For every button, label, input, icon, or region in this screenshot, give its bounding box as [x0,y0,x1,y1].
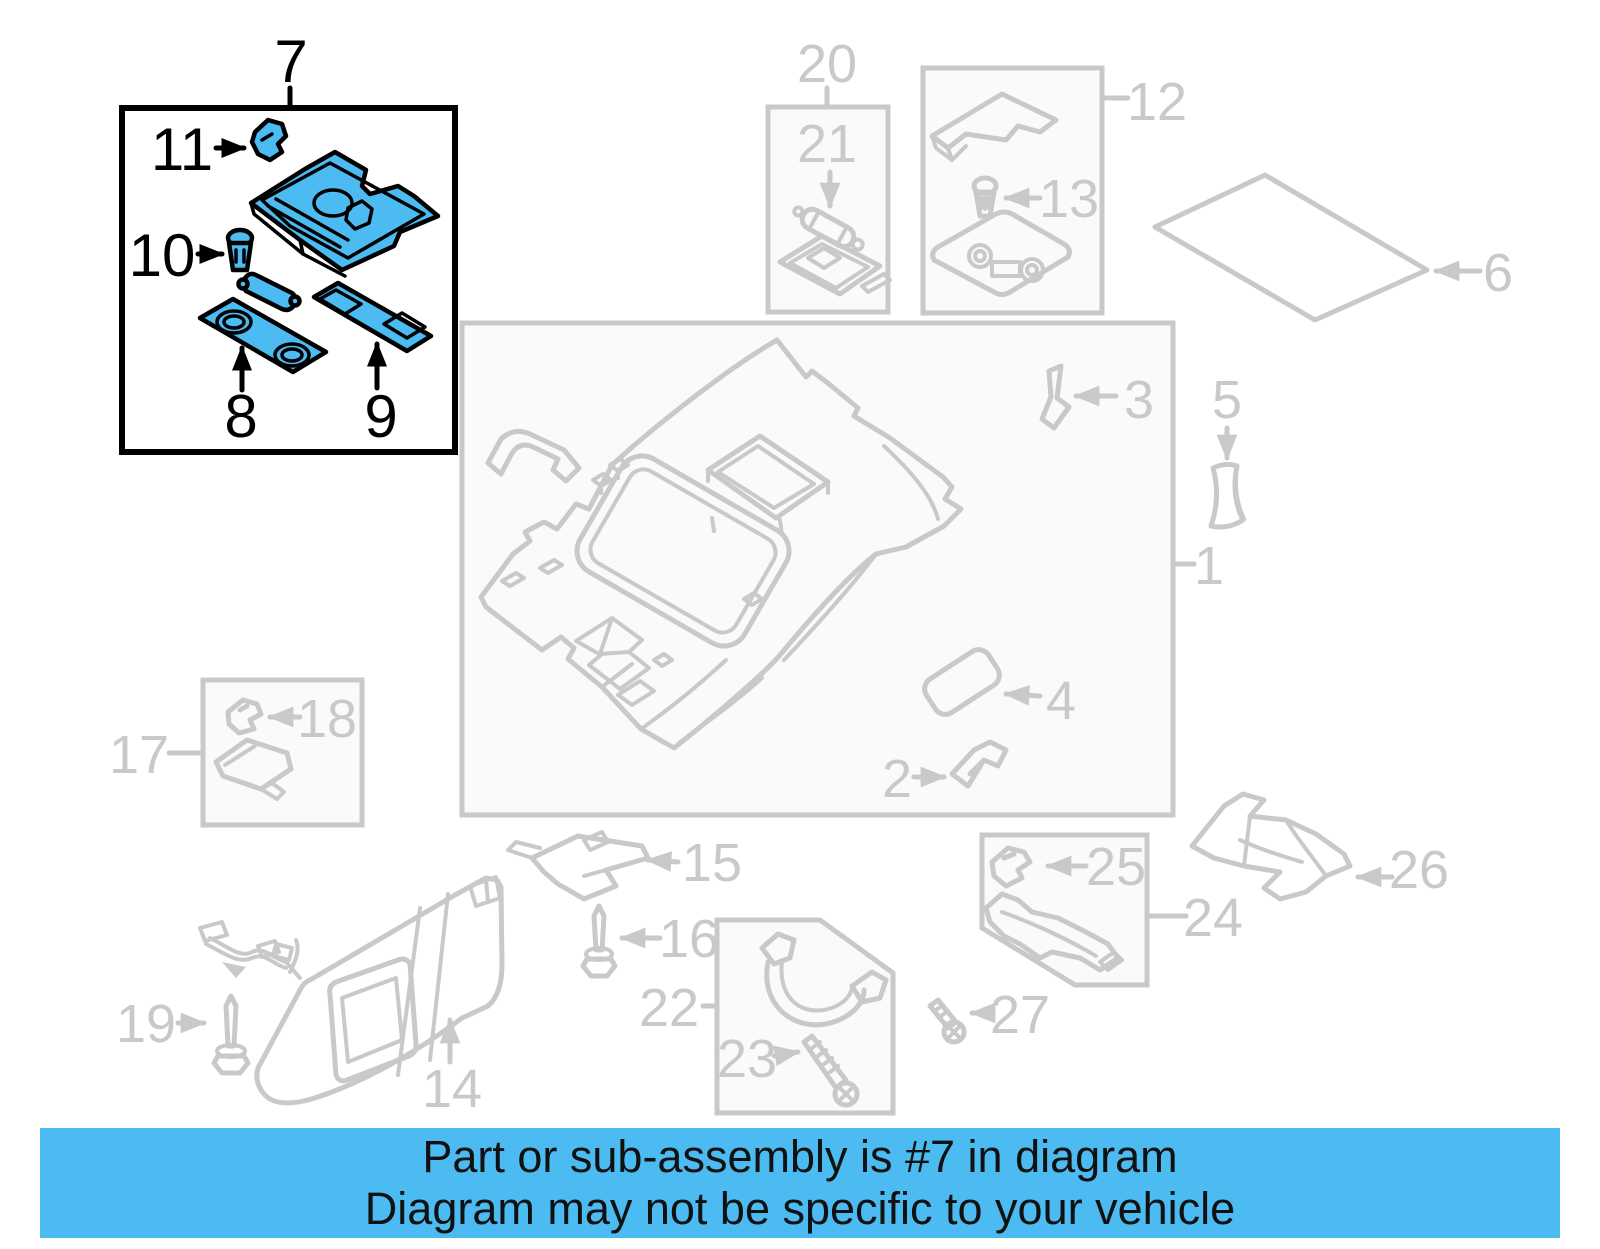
visor-seams [396,892,450,1077]
sunroof-tray-frame [705,433,831,537]
clip-3 [1039,363,1072,431]
headliner-windshield-seam [782,552,878,662]
callout-2: 2 [882,749,912,809]
callout-5: 5 [1212,370,1242,430]
rail-24 [983,891,1124,973]
trim-strip-12 [929,91,1059,162]
visor-harness [198,920,302,980]
headliner-front-seam1 [678,676,764,744]
callout-23: 23 [717,1029,777,1089]
bracket-15-group [506,830,681,979]
clip-11 [249,117,289,163]
panel-6 [1152,172,1483,323]
visor-holder-17 [213,737,294,801]
callout-22: 22 [639,978,699,1038]
highlighted-assembly-7: 7 11 10 [119,28,458,455]
callout-21: 21 [797,114,857,174]
lamp-box-20 [765,85,892,315]
callout-9: 9 [364,383,397,450]
bulb-10 [225,227,255,273]
callout-12: 12 [1127,72,1187,132]
callout-6: 6 [1483,243,1513,303]
dome-lens-4 [922,647,1002,717]
callout-8: 8 [224,383,257,450]
callout-7: 7 [274,28,307,95]
arrow-23 [771,1045,801,1067]
headliner-rear-seam [882,444,940,521]
bracket-15 [529,833,651,902]
callout-25: 25 [1086,837,1146,897]
headliner-frame-box [459,320,1176,818]
push-pin-16 [580,903,618,979]
callout-17: 17 [109,725,169,785]
visor-mirror [327,956,419,1084]
callout-16: 16 [659,909,719,969]
callout-24: 24 [1183,888,1243,948]
banner-line-1: Part or sub-assembly is #7 in diagram [422,1130,1178,1182]
callout-13: 13 [1039,169,1099,229]
grab-handle [759,931,889,1028]
screw-23 [801,1033,860,1108]
callout-11: 11 [151,116,213,183]
headliner-front-seam3 [600,662,634,689]
lens-plate-12 [930,209,1072,297]
callout-14: 14 [422,1059,482,1119]
console-mount-cluster [574,616,656,707]
clip-25 [989,845,1033,889]
gray-callout-labels: 1 2 3 4 5 6 12 13 14 15 16 17 18 19 20 2… [109,34,1513,1119]
visor-hook-detail [468,875,502,908]
festoon-bulb [236,271,302,313]
clip-2 [949,739,1009,789]
roof-bracket-26 [1189,791,1395,902]
lamp-box-12 [920,65,1131,316]
push-pin-19 [211,993,251,1076]
rail-box-24 [979,832,1189,988]
sun-visor-group [175,875,505,1106]
headliner-front-seam2 [639,658,728,731]
info-banner: Part or sub-assembly is #7 in diagram Di… [40,1128,1560,1238]
clip-18 [225,697,264,736]
overhead-console [248,149,441,278]
callout-18: 18 [297,689,357,749]
banner-line-2: Diagram may not be specific to your vehi… [364,1183,1236,1234]
screw-27 [927,997,996,1045]
callout-15: 15 [682,833,742,893]
lens-8 [197,296,329,375]
sun-visor-14 [254,875,505,1106]
headliner-panel-group [459,320,1176,818]
headliner-small-clips [500,457,764,668]
lamp-housing-20 [777,233,892,297]
gray-diagram: 1 2 3 4 5 6 12 13 14 15 16 17 18 19 20 2… [109,34,1513,1119]
lens-9 [311,280,434,354]
callout-3: 3 [1124,370,1154,430]
arrow-15 [645,851,681,872]
box-22 [714,917,896,1116]
arrow-4 [1003,684,1043,706]
callout-4: 4 [1046,671,1076,731]
callout-19: 19 [116,994,176,1054]
harness-hook-guide [485,428,582,484]
callout-10: 10 [129,222,196,289]
pillar-trim-5 [1208,425,1246,530]
callout-26: 26 [1389,840,1449,900]
grab-handle-box-22 [700,917,896,1116]
callout-20: 20 [797,34,857,94]
callout-27: 27 [990,985,1050,1045]
bracket-box-17 [166,677,365,828]
callout-1: 1 [1194,536,1224,596]
